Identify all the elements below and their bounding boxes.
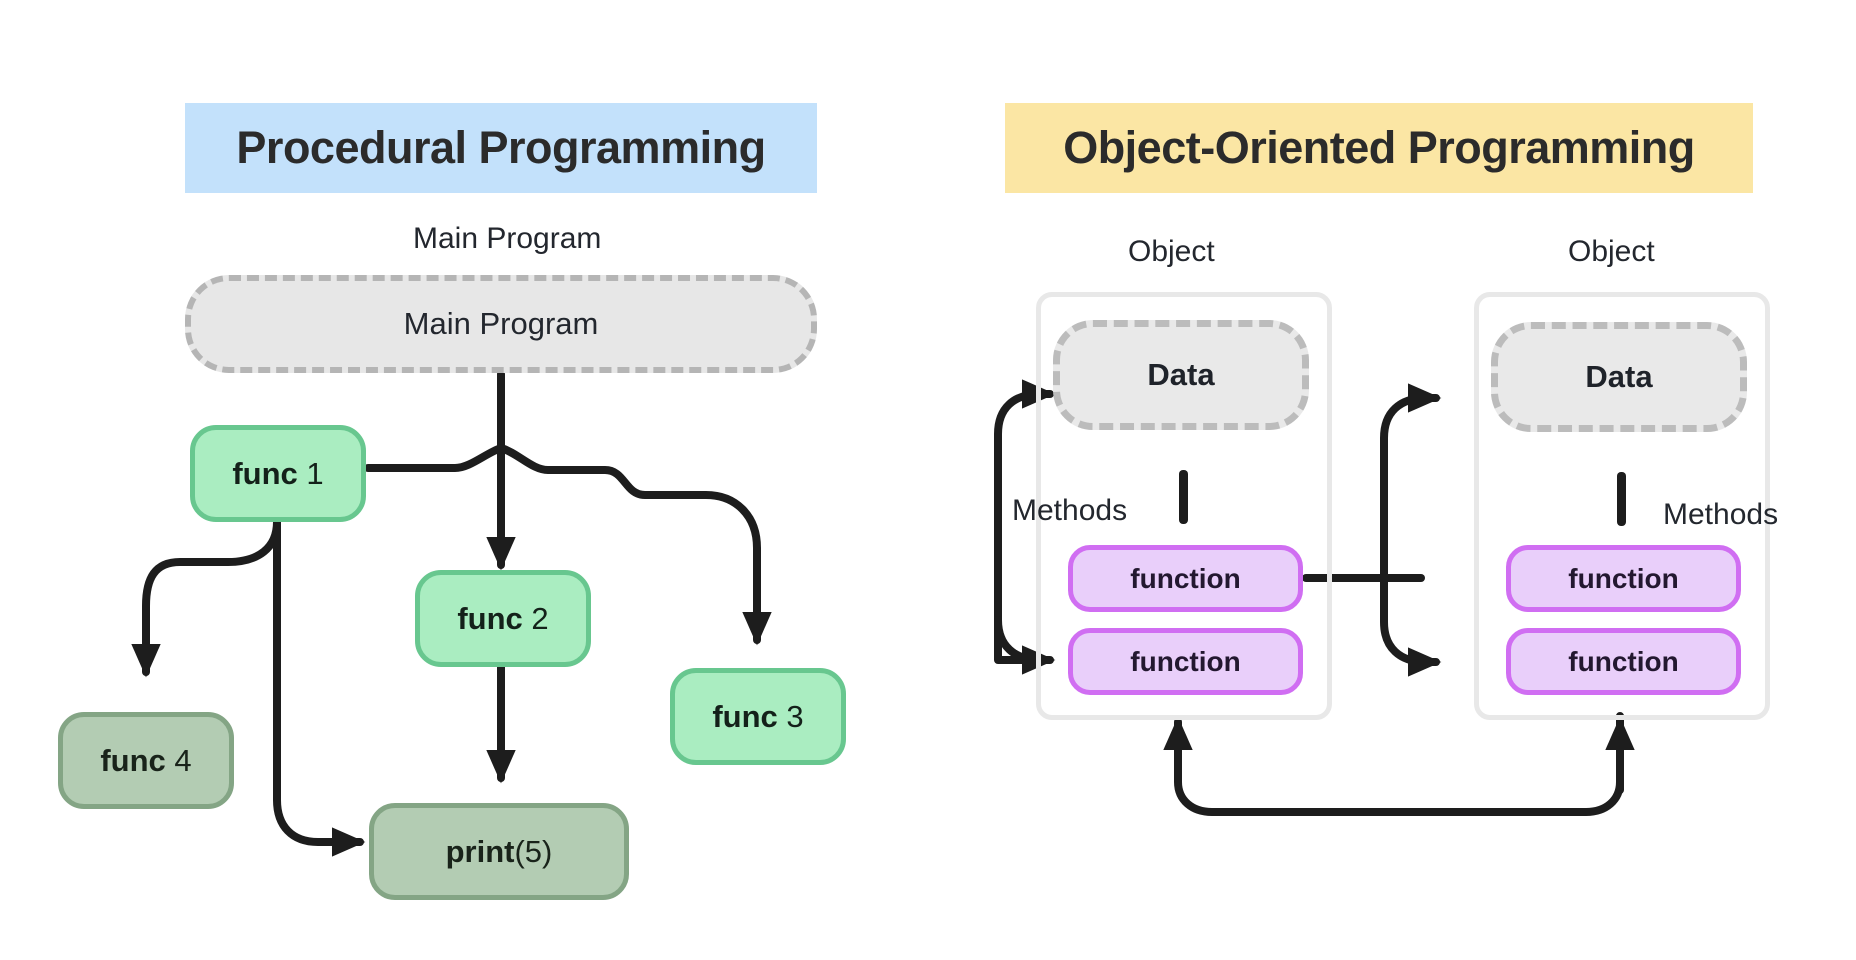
object-right-method-1: function (1506, 545, 1741, 612)
object-left-method-1-label: function (1130, 562, 1241, 594)
object-left-caption: Object (1128, 235, 1215, 268)
node-func-1-label: func 1 (232, 456, 323, 492)
wire-obj2-to-obj1-bottom (1163, 712, 1624, 816)
node-func-2-label: func 2 (457, 601, 548, 637)
node-func-2-label-bold: func (457, 600, 523, 636)
node-func-1-label-rest: 1 (297, 455, 324, 491)
node-func-4-label-rest: 4 (165, 742, 192, 778)
object-right-method-2: function (1506, 628, 1741, 695)
object-right-frame (1474, 292, 1770, 720)
object-right-method-1-label: function (1568, 562, 1679, 594)
node-print-5-label-rest: (5) (514, 833, 553, 869)
wire-bracket-to-obj2-func2 (1380, 574, 1442, 677)
node-func-4-label-bold: func (100, 742, 166, 778)
node-print-5-label-bold: print (445, 833, 515, 869)
object-right-data-label: Data (1585, 359, 1653, 394)
node-func-2: func 2 (415, 570, 591, 667)
wire-bracket-to-obj2-data (1380, 383, 1442, 582)
panel-title-oop: Object-Oriented Programming (1005, 103, 1753, 193)
node-func-4-label: func 4 (100, 743, 191, 779)
node-main-program: Main Program (185, 275, 817, 373)
object-left-data: Data (1053, 320, 1309, 430)
node-func-3-label-bold: func (712, 698, 778, 734)
node-func-3-label: func 3 (712, 699, 803, 735)
node-main-program-label: Main Program (403, 306, 599, 341)
object-left-frame (1036, 292, 1332, 720)
node-func-1: func 1 (190, 425, 366, 522)
object-left-data-label: Data (1147, 357, 1215, 392)
node-print-5: print(5) (369, 803, 629, 900)
object-right-caption: Object (1568, 235, 1655, 268)
object-right-methods-label: Methods (1663, 498, 1779, 531)
object-left-method-2: function (1068, 628, 1303, 695)
object-right-data: Data (1491, 322, 1747, 432)
object-right-method-2-label: function (1568, 645, 1679, 677)
main-program-caption: Main Program (413, 222, 602, 255)
node-func-1-label-bold: func (232, 455, 298, 491)
object-left-method-1: function (1068, 545, 1303, 612)
object-right-data-methods-link (1617, 472, 1626, 526)
node-func-3: func 3 (670, 668, 846, 765)
wire-junction-to-func1 (364, 444, 505, 472)
wire-func1-to-func4 (131, 518, 281, 678)
node-print-5-label: print(5) (446, 834, 553, 870)
wire-func1-to-print (273, 518, 366, 857)
object-left-method-2-label: function (1130, 645, 1241, 677)
node-func-2-label-rest: 2 (522, 600, 549, 636)
object-left-data-methods-link (1179, 470, 1188, 524)
object-left-methods-label: Methods (1012, 494, 1128, 527)
node-func-4: func 4 (58, 712, 234, 809)
panel-title-procedural: Procedural Programming (185, 103, 817, 193)
node-func-3-label-rest: 3 (777, 698, 804, 734)
